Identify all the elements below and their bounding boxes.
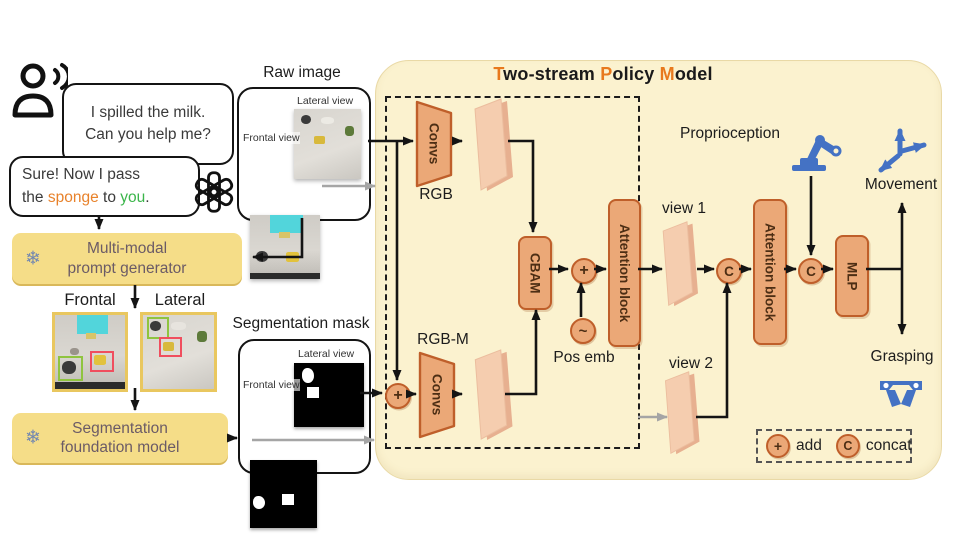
policy-title: Two-stream Policy Model [433,64,773,85]
concat-node: C [716,258,742,284]
raw-frontal-view-image [250,215,320,279]
cbam-block: CBAM [518,236,552,310]
convs-rgbm-label: Convs [429,374,445,416]
legend-concat-icon: C [835,434,860,458]
title-initial-t: T [493,64,504,84]
segmentation-model-line1: Segmentation [72,419,168,437]
proprioception-label: Proprioception [680,125,780,142]
concat-node: C [798,258,824,284]
mask-frontal-view-label: Frontal view [243,379,300,391]
pos-emb-label: Pos emb [553,349,615,366]
assistant-text: the [22,188,48,206]
prompt-generator-line1: Multi-modal [86,240,168,258]
view2-feature-map [664,371,700,455]
gripper-icon [880,381,922,407]
table-edge [55,382,125,389]
attention-block-1: Attention block [608,199,641,347]
mask-lateral-view-label: Lateral view [298,348,355,360]
segmentation-model-box: ❄ Segmentation foundation model [12,413,228,463]
movement-label: Movement [864,176,938,193]
lateral-label: Lateral [154,291,206,309]
legend-concat-label: concat [865,437,912,454]
raw-lateral-view-label: Lateral view [297,95,354,107]
openai-logo-icon [194,171,234,213]
green-bounding-box [57,356,83,382]
feature-map-rgb [474,98,513,191]
dark-object [150,320,162,332]
cloth-item [171,322,186,330]
frontal-label: Frontal [64,291,116,309]
user-speech-bubble: I spilled the milk. Can you help me? [62,83,234,165]
person-speaking-icon [12,63,68,118]
assistant-bubble-line1: Sure! Now I pass [22,166,141,184]
frontal-mask-image [250,460,317,528]
prompt-generator-line2: prompt generator [67,259,187,277]
assistant-bubble-line2: the sponge to you. [22,187,198,209]
user-bubble-line2: Can you help me? [85,126,211,143]
prompt-generator-box: ❄ Multi-modal prompt generator [12,233,242,284]
title-initial-p: P [600,64,613,84]
title-part: olicy [612,64,660,84]
frontal-detection-image [52,312,128,392]
sponge-object [94,354,107,365]
rgbm-label: RGB-M [417,331,469,348]
feature-map-rgbm [474,349,513,441]
rgb-label: RGB [419,186,453,203]
small-item [85,332,96,340]
title-part: odel [674,64,713,84]
legend-add-label: add [796,437,822,454]
axes-arrows-icon [878,128,927,173]
segmentation-mask-title: Segmentation mask [232,315,370,332]
attention-block-2: Attention block [753,199,787,345]
grasping-label: Grasping [870,348,934,365]
view1-feature-map [662,221,698,307]
raw-image-box: Lateral view Frontal view [237,87,371,279]
red-bounding-box [90,350,114,373]
dark-object [62,360,76,375]
lateral-mask-image [294,363,364,427]
snowflake-icon: ❄ [25,427,41,449]
convs-rgb-label: Convs [426,123,442,165]
convs-trapezoid-rgbm [418,351,456,439]
highlight-sponge: sponge [47,188,99,206]
green-bounding-box [146,317,169,339]
mlp-block: MLP [835,235,869,317]
sponge-object [162,341,175,351]
lateral-detection-image [140,312,217,392]
cyan-object [77,315,109,335]
highlight-you: you [120,188,146,206]
convs-trapezoid-rgb [415,100,453,188]
legend-box: + add C concat [756,429,912,463]
user-bubble-line1: I spilled the milk. [90,103,206,121]
assistant-speech-bubble: Sure! Now I pass the sponge to you. [9,156,200,217]
red-bounding-box [158,337,183,358]
segmentation-model-line2: foundation model [60,439,180,456]
title-part: wo-stream [503,64,601,84]
segmentation-mask-box: Lateral view Frontal view [238,339,371,528]
raw-frontal-view-label: Frontal view [243,132,300,144]
snowflake-icon: ❄ [25,248,41,269]
assistant-text: . [145,188,150,206]
legend-add-icon: + [766,434,790,458]
small-item [70,347,80,355]
title-initial-m: M [659,64,675,84]
raw-lateral-view-image [294,109,361,179]
add-node: + [385,383,411,409]
robot-arm-icon [792,135,842,171]
view1-label: view 1 [662,200,706,217]
add-node: + [571,258,597,284]
raw-image-title: Raw image [263,64,341,81]
pos-emb-node: ~ [570,318,596,344]
green-object [196,331,207,342]
assistant-text: to [98,188,121,206]
